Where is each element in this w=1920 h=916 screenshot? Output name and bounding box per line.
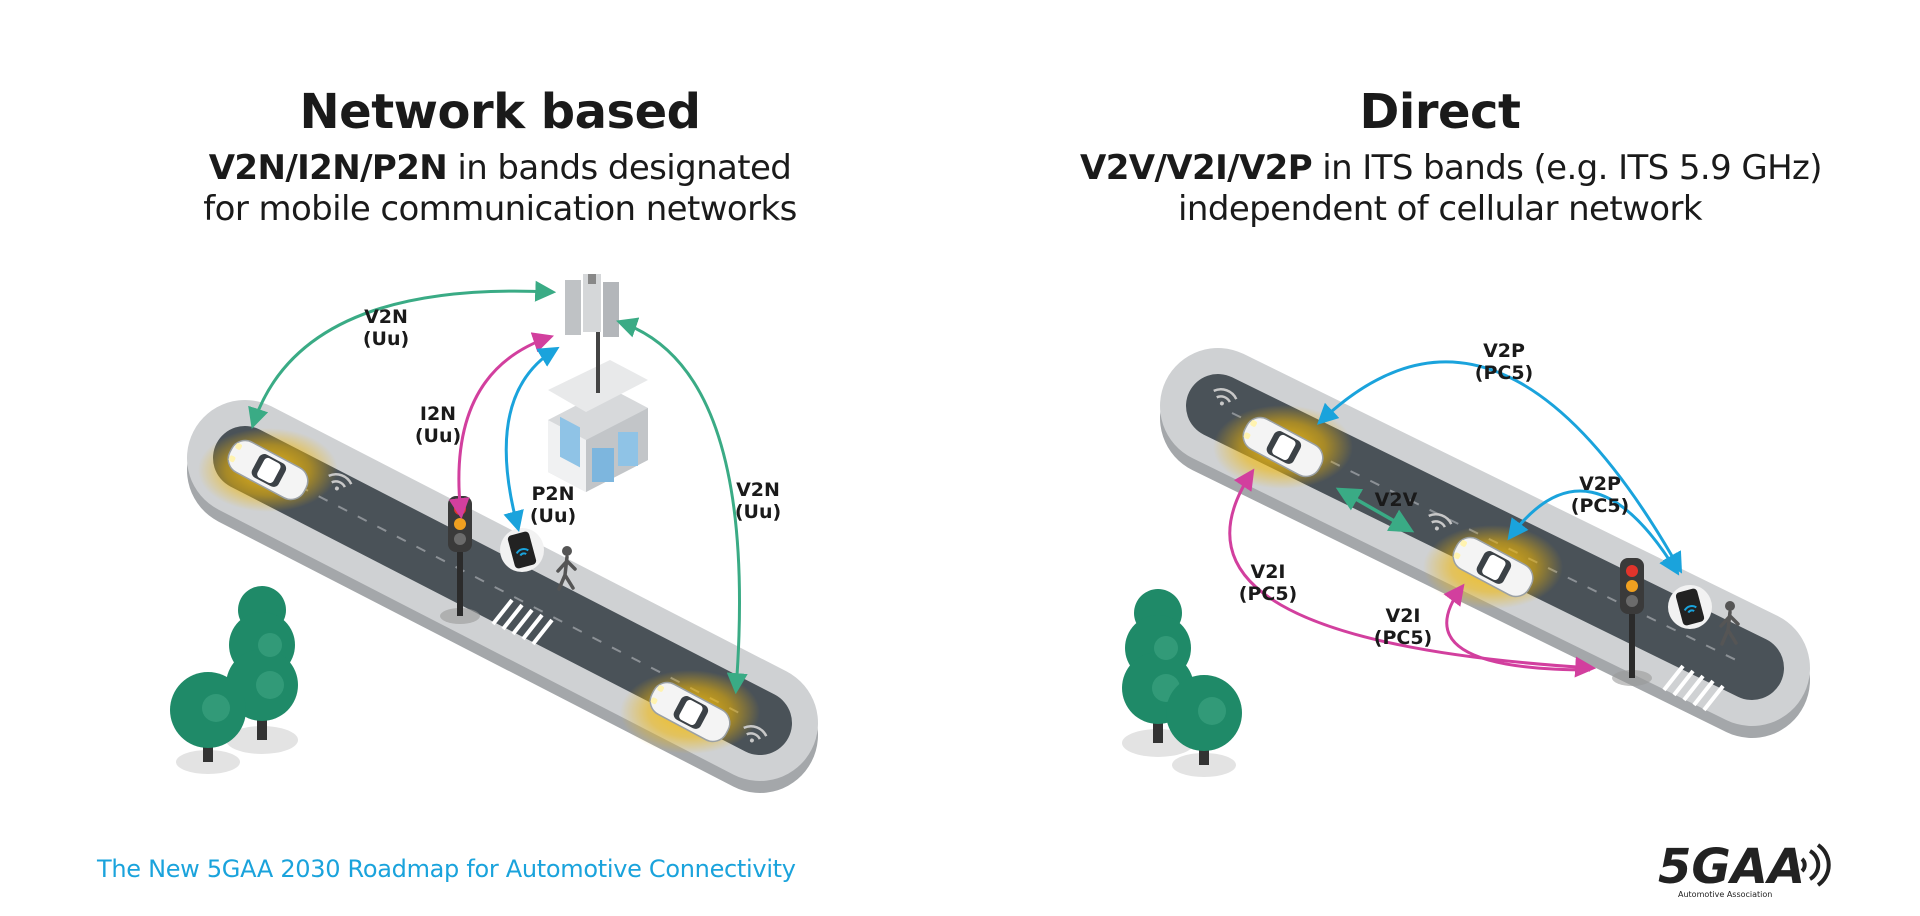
5gaa-logo: 5GAA Automotive Association xyxy=(1658,839,1831,899)
label-v2p-mid: V2P(PC5) xyxy=(1571,473,1629,517)
cell-tower-icon xyxy=(548,274,648,492)
left-subtitle-rest: in bands designated xyxy=(447,148,792,188)
label-p2n: P2N(Uu) xyxy=(530,483,576,527)
car-icon xyxy=(1212,404,1354,490)
label-v2i-mid: V2I(PC5) xyxy=(1374,605,1432,649)
v2n-left-arrow xyxy=(248,280,557,429)
tree-icon xyxy=(1166,675,1242,777)
right-panel-subtitle: V2V/V2I/V2P in ITS bands (e.g. ITS 5.9 G… xyxy=(1080,148,1823,230)
label-v2i-left: V2I(PC5) xyxy=(1239,561,1297,605)
v2i-mid-arrow xyxy=(1443,583,1591,672)
label-v2p-top: V2P(PC5) xyxy=(1475,340,1533,384)
label-v2v: V2V xyxy=(1375,489,1418,511)
car-icon xyxy=(1422,524,1564,610)
logo-text: 5GAA xyxy=(1658,839,1805,895)
label-v2n-right: V2N(Uu) xyxy=(735,479,781,523)
right-subtitle-bold: V2V/V2I/V2P xyxy=(1080,148,1313,188)
left-panel-title: Network based xyxy=(299,84,701,140)
right-subtitle-line2: independent of cellular network xyxy=(1178,189,1703,229)
left-subtitle-line2: for mobile communication networks xyxy=(203,189,797,229)
p2n-arrow xyxy=(503,346,560,533)
tree-icon xyxy=(170,672,246,774)
logo-tagline: Automotive Association xyxy=(1678,890,1772,899)
smartphone-icon xyxy=(499,527,545,573)
label-v2n-left: V2N(Uu) xyxy=(363,306,409,350)
v2n-right-arrow xyxy=(616,317,748,695)
car-icon xyxy=(197,427,339,513)
v2p-top-arrow xyxy=(1316,360,1683,574)
smartphone-icon xyxy=(1667,584,1713,630)
footer-caption: The New 5GAA 2030 Roadmap for Automotive… xyxy=(97,855,796,883)
right-subtitle-rest: in ITS bands (e.g. ITS 5.9 GHz) xyxy=(1312,148,1822,188)
label-i2n: I2N(Uu) xyxy=(415,403,461,447)
left-panel-subtitle: V2N/I2N/P2N in bands designated for mobi… xyxy=(180,148,820,230)
left-subtitle-bold: V2N/I2N/P2N xyxy=(208,148,448,188)
right-panel-title: Direct xyxy=(1359,84,1521,140)
car-icon xyxy=(619,669,761,755)
